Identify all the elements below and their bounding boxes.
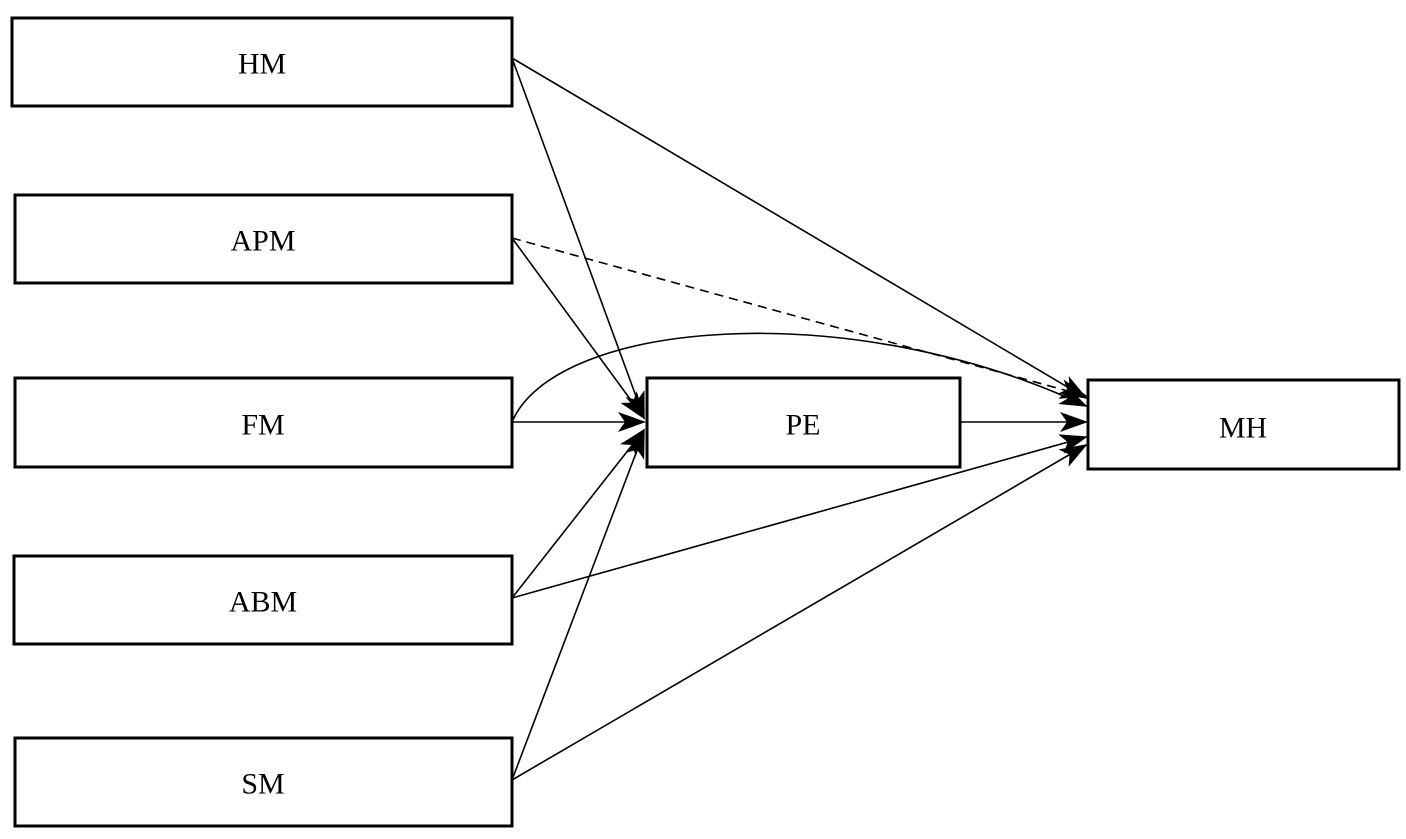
node-hm: HM <box>10 16 514 108</box>
node-apm-label: APM <box>230 225 295 258</box>
edge-hm-to-pe <box>511 57 645 420</box>
edges-layer <box>511 57 1088 781</box>
node-mh-box <box>1086 378 1401 471</box>
node-mh-label: MH <box>1219 412 1267 445</box>
node-apm-box <box>13 193 514 285</box>
node-pe-box <box>645 376 962 469</box>
node-sm-label: SM <box>241 768 284 801</box>
node-fm-box <box>13 376 514 469</box>
edge-hm-to-mh <box>511 57 1088 400</box>
edge-abm-to-mh <box>511 434 1088 599</box>
node-sm: SM <box>13 736 514 828</box>
node-pe-label: PE <box>785 409 820 442</box>
node-fm: FM <box>13 376 514 469</box>
node-hm-box <box>10 16 514 108</box>
edge-abm-to-pe <box>511 428 646 599</box>
node-mh: MH <box>1086 378 1401 471</box>
node-apm: APM <box>13 193 514 285</box>
node-pe: PE <box>645 376 962 469</box>
node-abm: ABM <box>12 554 514 646</box>
node-fm-label: FM <box>241 409 284 442</box>
edge-sm-to-pe <box>511 430 645 781</box>
node-hm-label: HM <box>238 48 286 81</box>
node-abm-label: ABM <box>229 586 297 619</box>
node-sm-box <box>13 736 514 828</box>
edge-apm-to-pe <box>511 237 646 420</box>
node-abm-box <box>12 554 514 646</box>
edge-sm-to-mh <box>511 443 1088 781</box>
edge-fm-to-mh <box>511 332 1088 423</box>
